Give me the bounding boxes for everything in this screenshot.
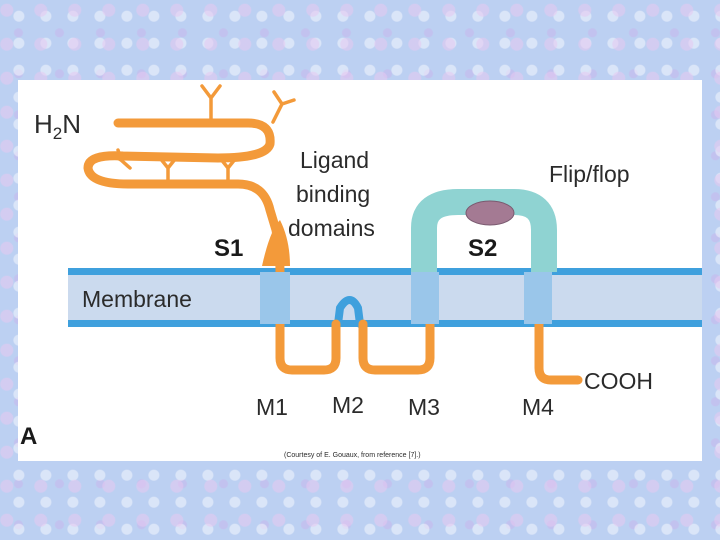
ligand-label-line2: binding xyxy=(296,181,370,207)
s2-label: S2 xyxy=(468,235,497,262)
c-terminus-label: COOH xyxy=(584,368,653,394)
membrane-bottom-line xyxy=(68,320,702,327)
n-terminal-chain xyxy=(83,118,285,277)
glycosylation-sites xyxy=(108,84,296,188)
m3-transmembrane xyxy=(411,272,439,324)
n-terminus-label: H2N xyxy=(34,109,81,143)
m3-label: M3 xyxy=(408,394,440,420)
m2-label: M2 xyxy=(332,392,364,418)
m4-label: M4 xyxy=(522,394,554,420)
receptor-topology-diagram: H2N Ligand binding domains Flip/flop S1 … xyxy=(20,84,702,459)
ligand-label-line3: domains xyxy=(288,215,375,241)
m2-reentrant-loop xyxy=(334,296,364,328)
membrane-label: Membrane xyxy=(82,286,192,312)
s1-label: S1 xyxy=(214,235,243,262)
glycan-tree-4 xyxy=(158,156,178,188)
glycan-tree-3 xyxy=(108,148,132,170)
m4-transmembrane xyxy=(524,272,552,324)
glycan-tree-2 xyxy=(271,90,296,124)
membrane-top-line xyxy=(68,268,702,275)
flip-flop-oval xyxy=(465,200,515,226)
m3-intracellular-loop xyxy=(358,319,435,375)
m1-transmembrane xyxy=(260,272,290,324)
image-credit: (Courtesy of E. Gouaux, from reference [… xyxy=(284,452,421,459)
s1-domain xyxy=(262,220,290,266)
m1-intracellular-loop xyxy=(275,319,341,375)
glycan-tree-5 xyxy=(218,156,238,188)
c-terminal-tail xyxy=(534,319,583,385)
glycan-tree-1 xyxy=(200,84,222,122)
membrane-band xyxy=(68,272,702,324)
flip-flop-label: Flip/flop xyxy=(549,161,630,187)
ligand-label-line1: Ligand xyxy=(300,147,369,173)
diagram-panel: H2N Ligand binding domains Flip/flop S1 … xyxy=(18,80,702,461)
m1-label: M1 xyxy=(256,394,288,420)
panel-letter: A xyxy=(20,423,37,450)
